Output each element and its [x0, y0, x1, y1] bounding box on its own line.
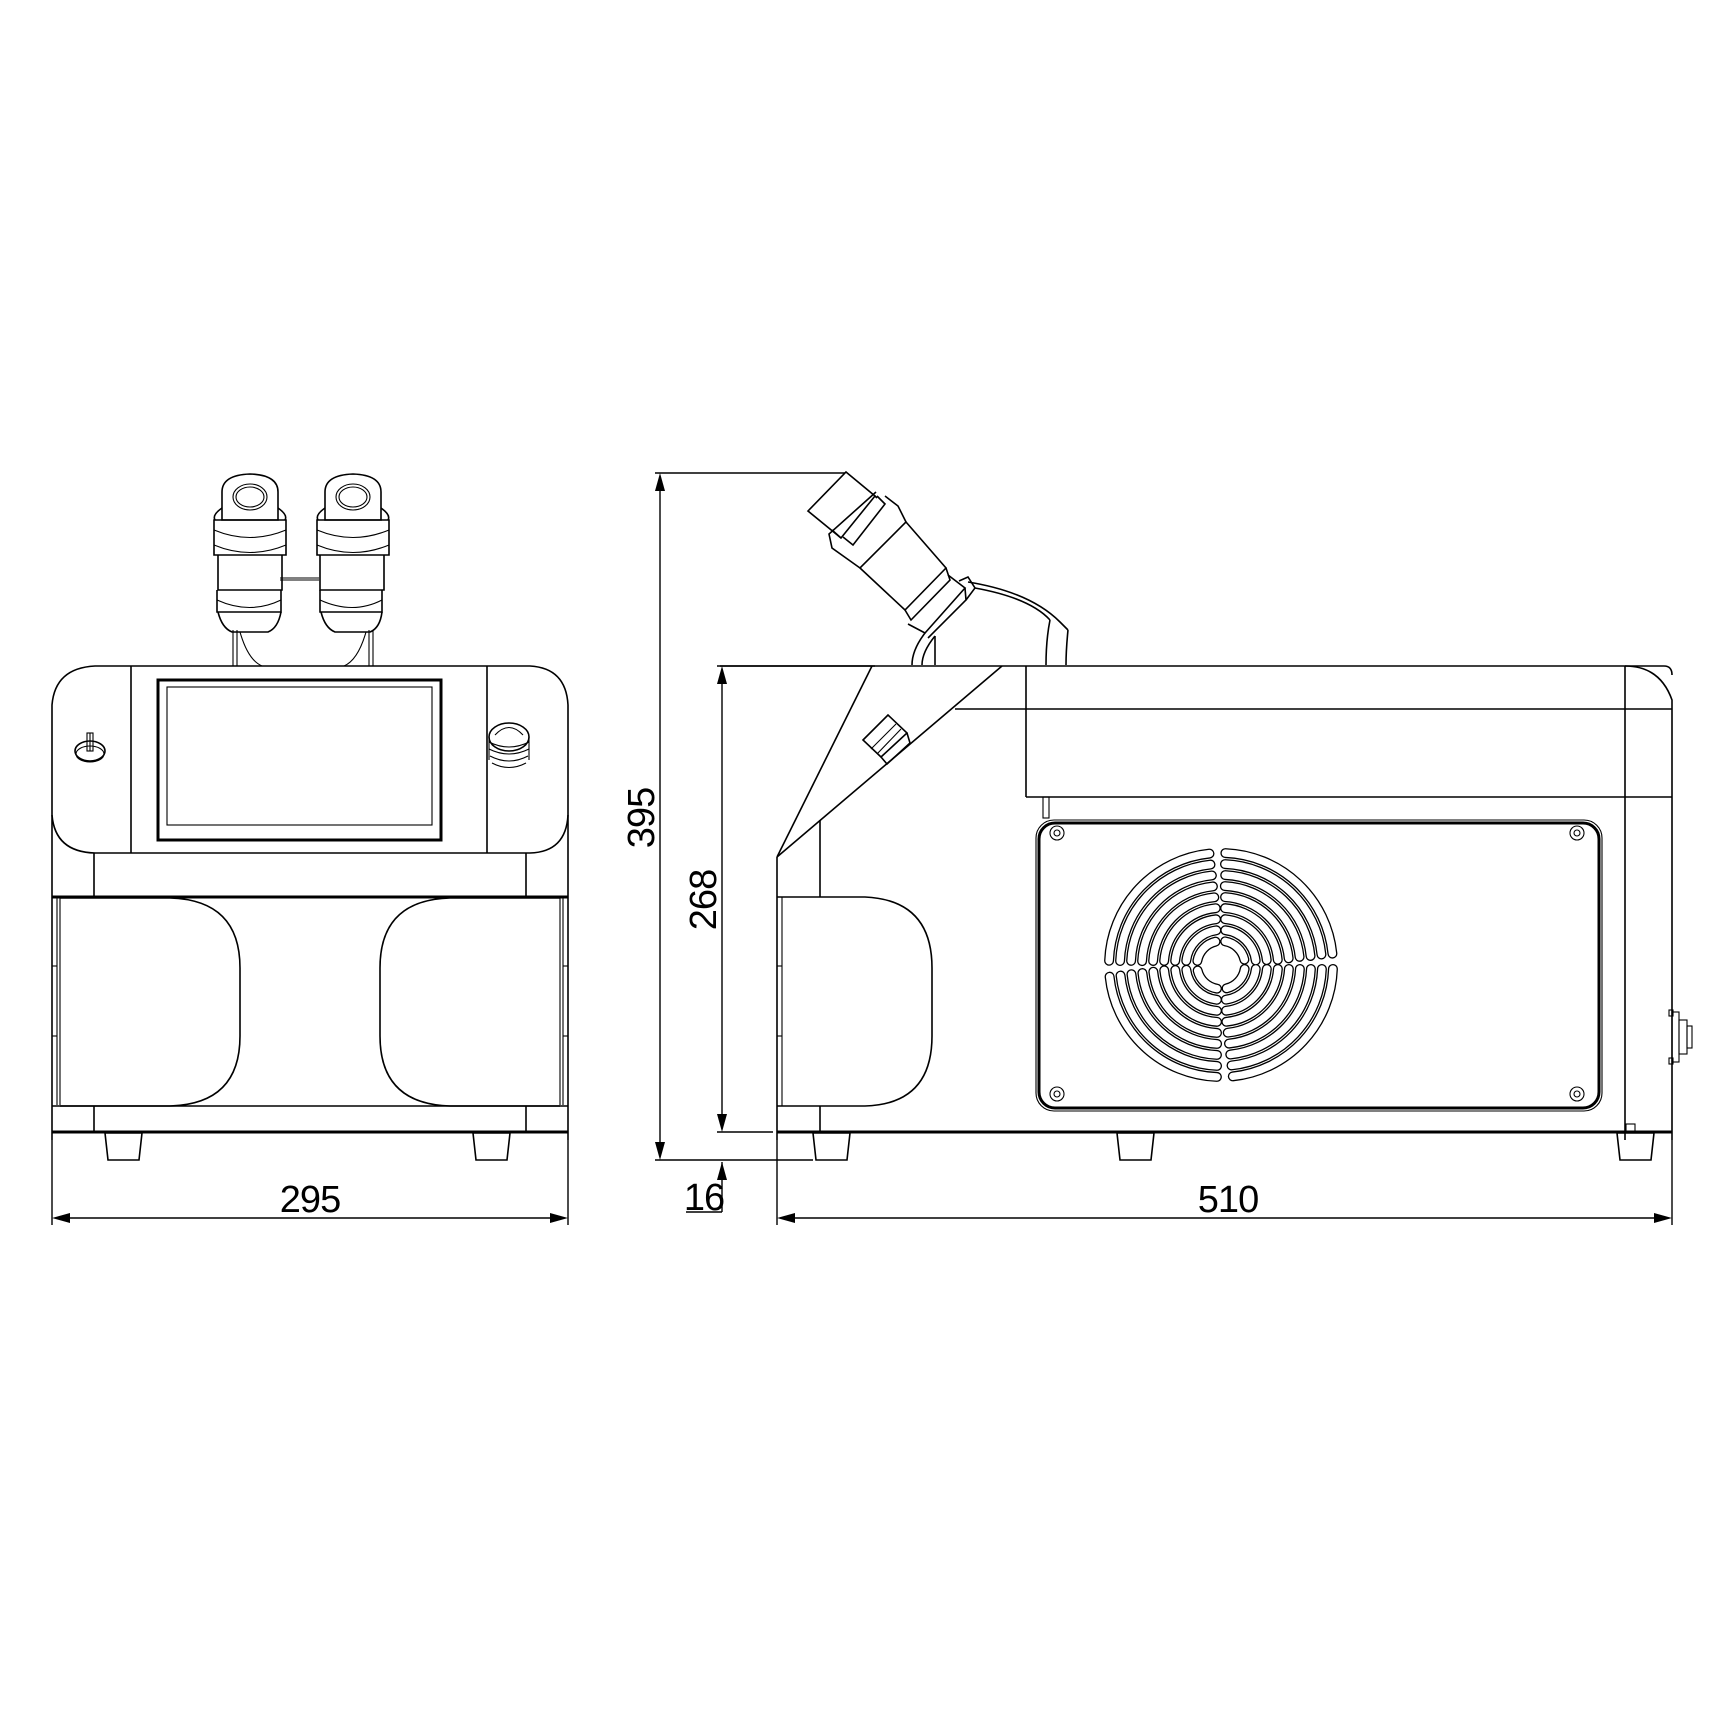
dimension-510-label: 510: [1198, 1179, 1258, 1221]
screw-icon: [1049, 1086, 1065, 1102]
rear-connector-icon: [1668, 1009, 1693, 1065]
side-knob-icon: [861, 713, 911, 766]
front-lower-body: [51, 815, 569, 1140]
dimension-268-label: 268: [683, 870, 725, 930]
eyepiece-supports: [232, 577, 374, 667]
dimension-front-width: 295: [51, 1140, 569, 1225]
fan-grille-icon: [1104, 848, 1338, 1082]
power-switch-icon: [74, 732, 106, 763]
rear-tab: [1625, 1123, 1636, 1133]
front-left-foot: [104, 1132, 143, 1161]
touch-screen: [156, 678, 443, 842]
side-body: [720, 665, 1673, 1140]
fan-panel: [1035, 819, 1603, 1112]
screw-icon: [1569, 1086, 1585, 1102]
front-right-foot: [472, 1132, 511, 1161]
dimension-total-height: 395: [621, 472, 845, 1161]
side-foot-middle: [1116, 1132, 1155, 1161]
left-eyepiece-icon: [213, 473, 287, 633]
angled-eyepiece-icon: [806, 470, 1069, 666]
right-eyepiece-icon: [316, 473, 390, 633]
side-handle: [777, 896, 933, 1107]
dimension-295-label: 295: [280, 1179, 340, 1221]
screw-icon: [1049, 825, 1065, 841]
screw-icon: [1569, 825, 1585, 841]
side-view: [720, 470, 1693, 1161]
front-view: [51, 473, 569, 1161]
dimension-foot-height: 16: [684, 1162, 727, 1219]
dimension-body-height: 268: [683, 665, 875, 1133]
dimension-side-length: 510: [776, 1140, 1673, 1225]
dimension-395-label: 395: [621, 788, 663, 848]
control-panel-head: [51, 665, 569, 854]
dimension-16-label: 16: [684, 1177, 724, 1219]
adjustment-knob-icon: [488, 722, 530, 769]
side-foot-front: [812, 1132, 851, 1161]
side-foot-rear: [1616, 1132, 1655, 1161]
right-handle: [379, 897, 560, 1107]
left-handle: [60, 897, 241, 1107]
